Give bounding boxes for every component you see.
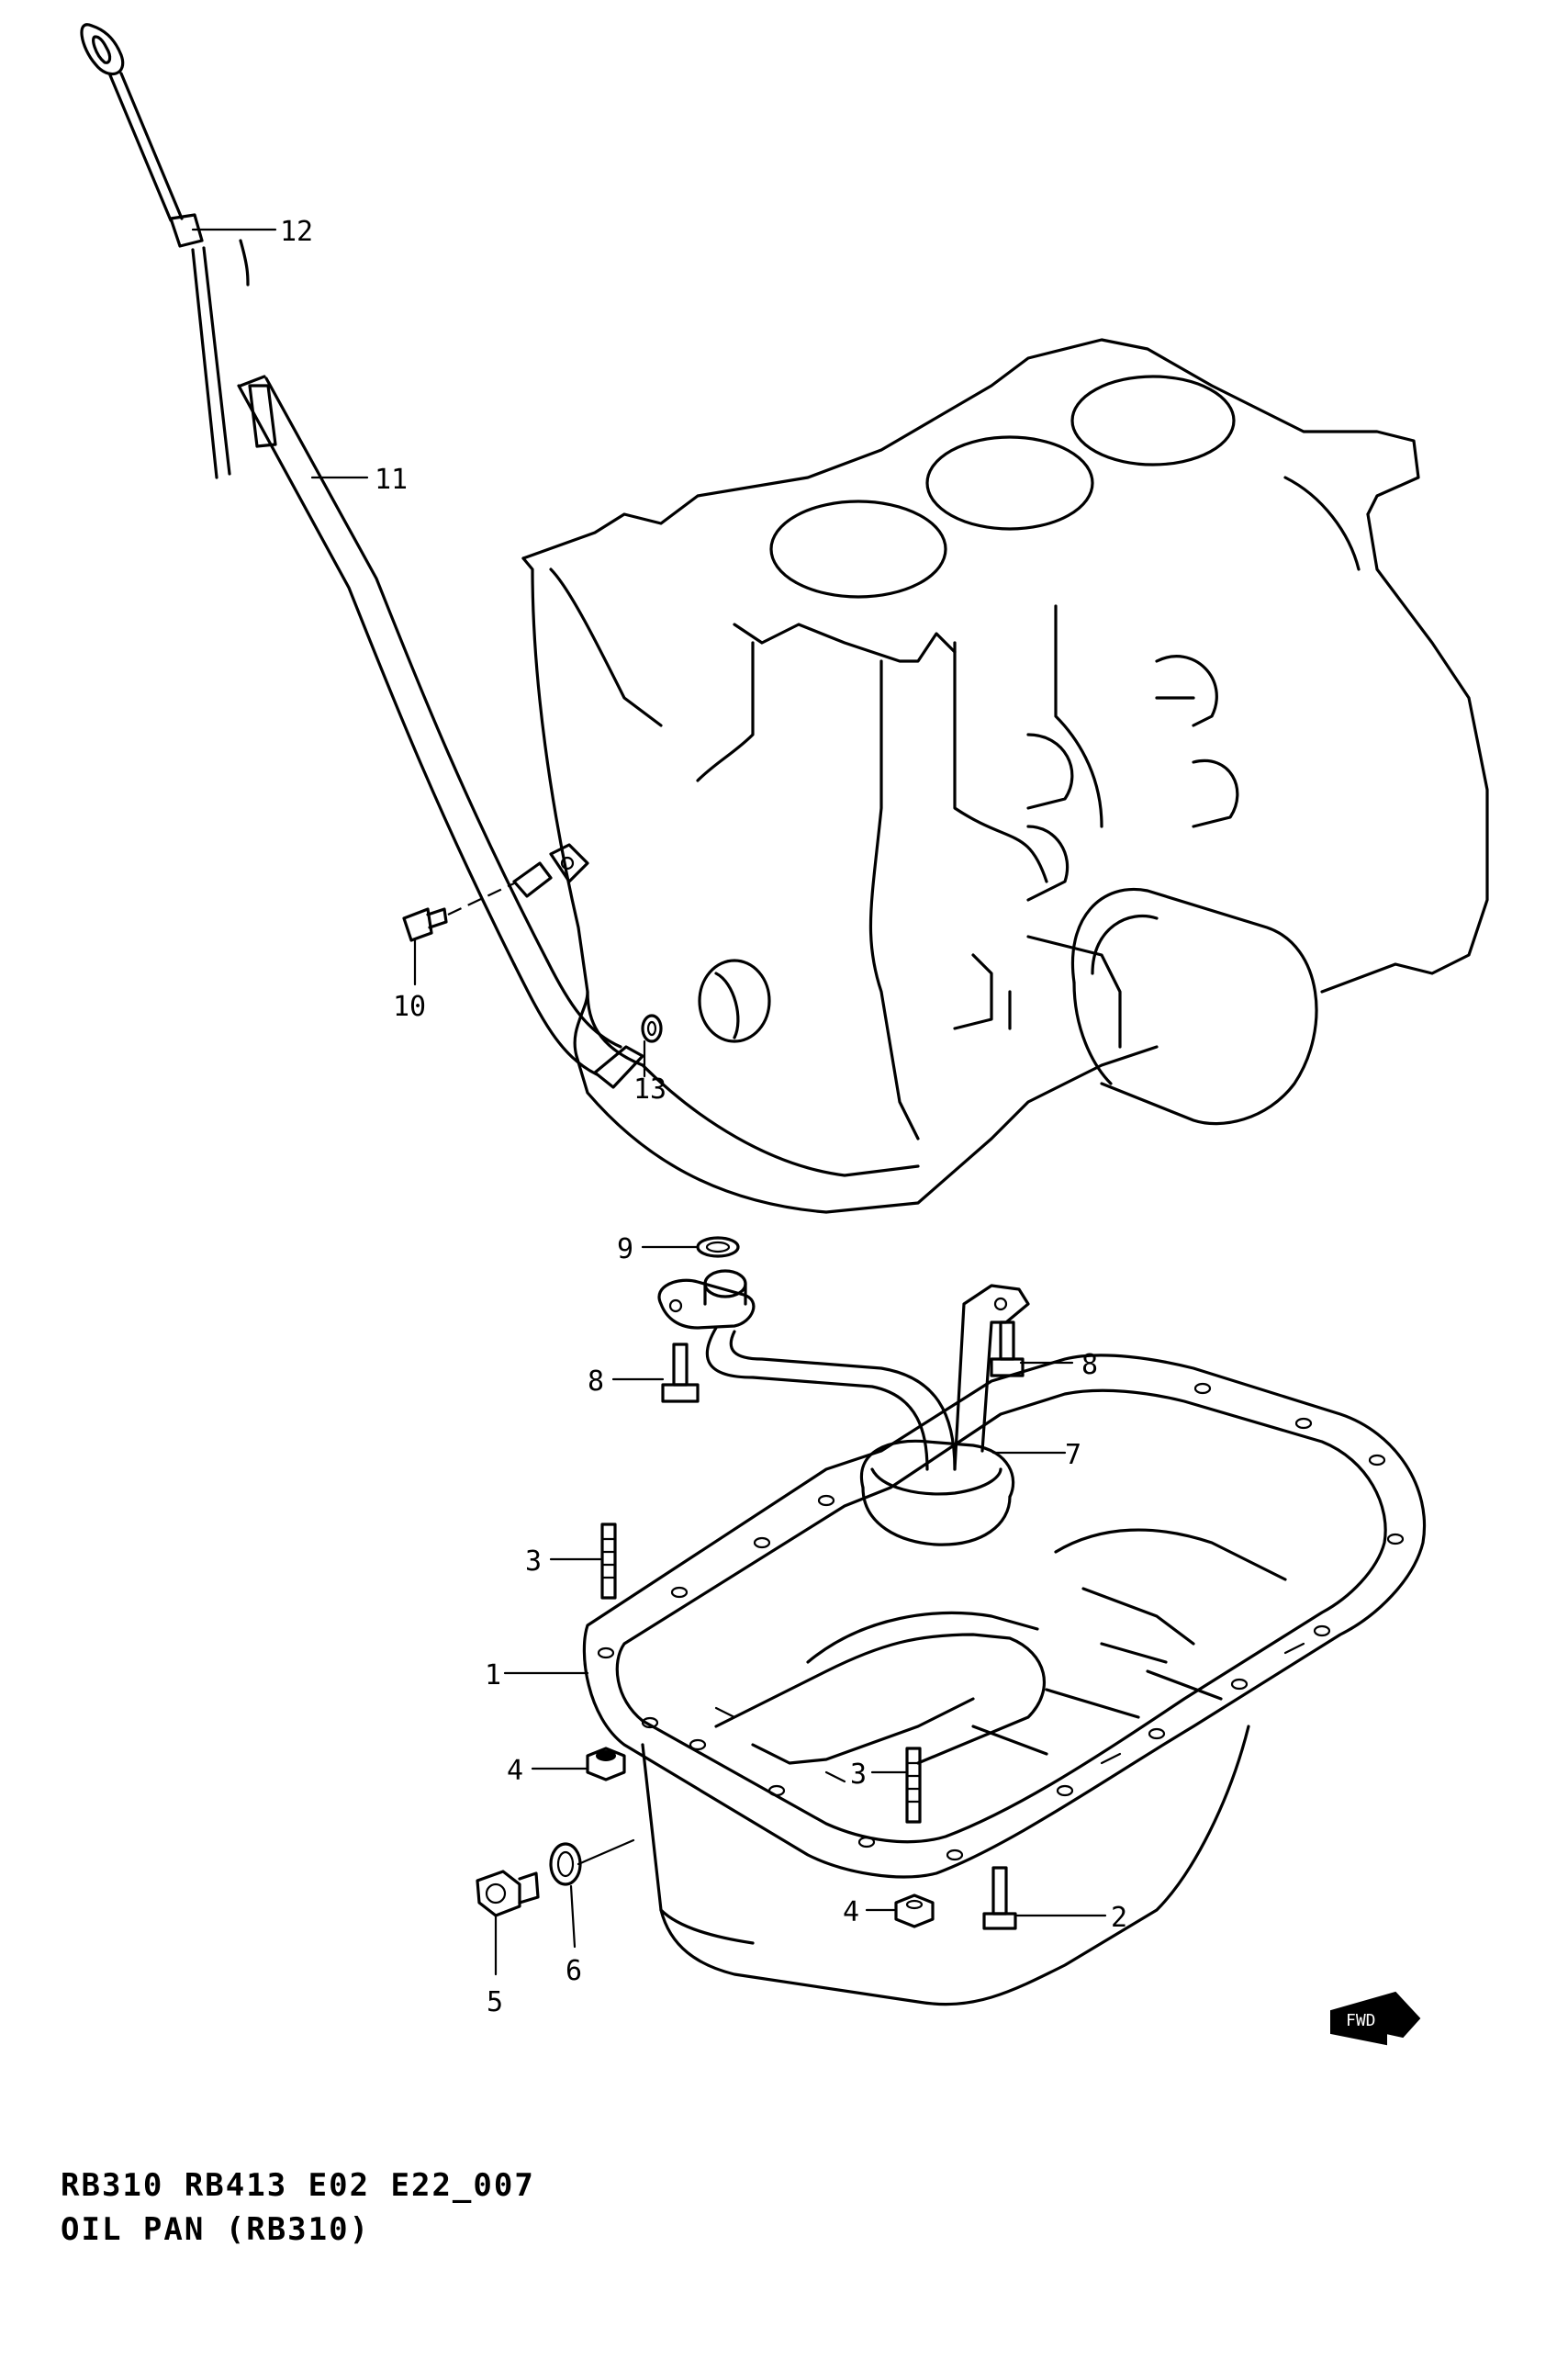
callout-10: 12	[280, 216, 313, 248]
callout-4-right: 4	[843, 1896, 859, 1928]
callout-12: 10	[393, 991, 426, 1023]
drain-plug-gasket	[549, 1842, 582, 1886]
oil-level-dipstick	[80, 23, 644, 1089]
callout-9: 9	[617, 1233, 633, 1265]
callout-3-lower: 3	[850, 1759, 867, 1791]
diagram-reference-code: RB310 RB413 E02 E22_007	[61, 2167, 535, 2204]
callout-2: 2	[1111, 1902, 1127, 1934]
oil-pan-bolt	[982, 1866, 1017, 1930]
callout-leader-lines	[191, 228, 1107, 1976]
callout-3-upper: 3	[525, 1545, 542, 1578]
callout-8-right: 8	[1081, 1349, 1098, 1381]
oil-drain-plug	[476, 1870, 540, 1917]
oil-pan	[582, 1354, 1427, 2006]
diagram-title: OIL PAN (RB310)	[61, 2211, 371, 2248]
callout-8-left: 8	[588, 1365, 604, 1398]
oil-filter	[1071, 888, 1318, 1126]
oil-pump-strainer	[657, 1269, 1030, 1546]
callout-1: 1	[485, 1659, 501, 1691]
callout-11: 11	[375, 464, 408, 496]
callout-13: 13	[633, 1073, 666, 1106]
strainer-bolt-left	[661, 1343, 700, 1403]
callout-5: 5	[487, 1986, 503, 2018]
callout-labels: 12 11 10 13 9 8 8 7 3 1 4 3 4 2 5 6	[280, 216, 1127, 2018]
engine-cylinder-block	[521, 338, 1489, 1214]
strainer-bolt-right	[990, 1320, 1025, 1377]
dipstick-bracket-bolt	[402, 882, 515, 942]
oil-pan-nut-left	[586, 1747, 626, 1781]
callout-6: 6	[566, 1955, 582, 1987]
callout-7: 7	[1065, 1439, 1081, 1471]
front-direction-label: FWD	[1346, 2011, 1376, 2030]
strainer-o-ring	[696, 1236, 740, 1258]
callout-4-left: 4	[507, 1755, 523, 1787]
oil-pan-nut-right	[894, 1893, 935, 1928]
front-direction-arrow-icon: FWD	[1330, 1991, 1421, 2046]
oil-pan-stud-lower	[905, 1747, 922, 1824]
dipstick-tube-o-ring	[641, 1014, 663, 1043]
oil-pan-stud-upper	[600, 1523, 617, 1600]
